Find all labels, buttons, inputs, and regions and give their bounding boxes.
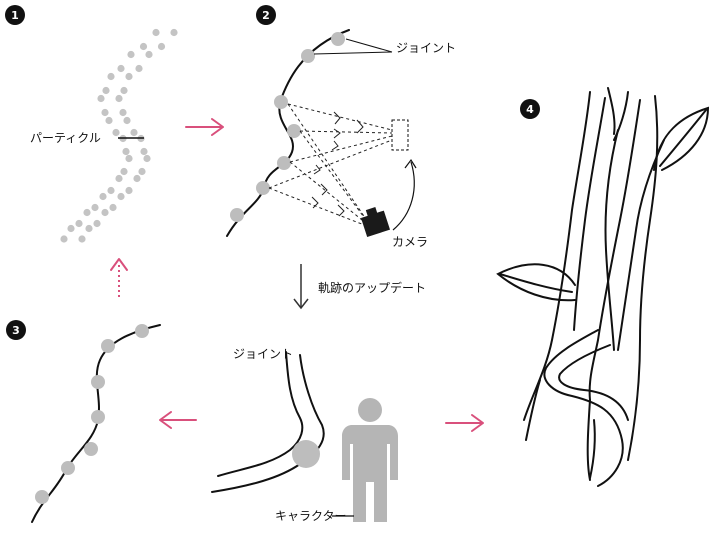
particle-dot bbox=[120, 87, 127, 94]
particle-dot bbox=[125, 73, 132, 80]
arrow-character-to-step3 bbox=[160, 412, 196, 428]
joint-markers-updated bbox=[35, 324, 149, 504]
particle-label: パーティクル bbox=[30, 131, 101, 145]
particle-dot bbox=[102, 87, 109, 94]
particle-dot bbox=[99, 193, 106, 200]
particle-dot bbox=[67, 225, 74, 232]
step-number-4: 4 bbox=[526, 103, 534, 116]
camera-icon bbox=[359, 205, 390, 237]
camera-move-arrowhead bbox=[405, 160, 416, 168]
particle-dot bbox=[101, 109, 108, 116]
particle-dot bbox=[127, 51, 134, 58]
step-badge-1: 1 bbox=[5, 5, 25, 25]
particle-dot bbox=[107, 187, 114, 194]
particle-dot bbox=[115, 175, 122, 182]
step-number-1: 1 bbox=[11, 9, 19, 22]
joint-leader-line bbox=[346, 39, 392, 52]
particle-dot bbox=[93, 220, 100, 227]
particle-dot bbox=[145, 51, 152, 58]
particle-dot bbox=[101, 209, 108, 216]
particle-dot bbox=[158, 43, 165, 50]
trail-update-label: 軌跡のアップデート bbox=[318, 280, 426, 295]
person-icon bbox=[342, 398, 398, 522]
particle-dot bbox=[140, 148, 147, 155]
joint-marker bbox=[256, 181, 270, 195]
arrow-step3-to-step1 bbox=[111, 259, 127, 297]
step-number-2: 2 bbox=[262, 9, 270, 22]
particle-dot bbox=[75, 220, 82, 227]
camera-move-arrow bbox=[393, 162, 414, 230]
particle-dot bbox=[130, 129, 137, 136]
particle-dot bbox=[170, 29, 177, 36]
particle-dot bbox=[117, 193, 124, 200]
particle-dot bbox=[122, 148, 129, 155]
particle-dot bbox=[105, 117, 112, 124]
particle-dot bbox=[115, 95, 122, 102]
step-number-3: 3 bbox=[12, 324, 20, 337]
arrow-step2-to-character bbox=[294, 264, 308, 308]
step-badge-2: 2 bbox=[256, 5, 276, 25]
particle-dot bbox=[120, 168, 127, 175]
joint-marker bbox=[61, 461, 75, 475]
joint-marker bbox=[91, 375, 105, 389]
particle-dot bbox=[117, 65, 124, 72]
camera-frustum-box bbox=[392, 120, 408, 150]
vine-mesh-illustration bbox=[498, 88, 708, 486]
joint-leader-line bbox=[314, 52, 392, 54]
character-joint-marker bbox=[292, 440, 320, 468]
step-badge-3: 3 bbox=[6, 320, 26, 340]
ribbon-strand-left bbox=[218, 352, 302, 476]
particle-dot bbox=[135, 65, 142, 72]
joint-marker bbox=[230, 208, 244, 222]
particle-dot bbox=[107, 73, 114, 80]
joint-marker bbox=[84, 442, 98, 456]
camera-label: カメラ bbox=[392, 235, 428, 249]
particle-dot bbox=[112, 129, 119, 136]
particle-dot bbox=[140, 43, 147, 50]
arrow-character-to-step4 bbox=[446, 415, 483, 431]
joint-marker bbox=[274, 95, 288, 109]
joint-label-bottom: ジョイント bbox=[233, 347, 293, 361]
particle-dot bbox=[125, 187, 132, 194]
particle-dot bbox=[83, 209, 90, 216]
particle-dot bbox=[85, 225, 92, 232]
joint-marker bbox=[101, 339, 115, 353]
particle-dot bbox=[152, 29, 159, 36]
particle-dot bbox=[133, 175, 140, 182]
joint-marker bbox=[301, 49, 315, 63]
particle-dot bbox=[78, 235, 85, 242]
particle-dot bbox=[60, 235, 67, 242]
joint-marker bbox=[277, 156, 291, 170]
step-badge-4: 4 bbox=[520, 99, 540, 119]
ribbon-strand-right bbox=[212, 355, 324, 492]
particle-dot bbox=[125, 155, 132, 162]
joint-marker bbox=[287, 124, 301, 138]
particle-dot bbox=[138, 168, 145, 175]
joint-marker bbox=[91, 410, 105, 424]
particle-dot bbox=[143, 155, 150, 162]
particle-dot bbox=[91, 204, 98, 211]
joint-marker bbox=[35, 490, 49, 504]
particle-dot bbox=[109, 204, 116, 211]
joint-markers-top bbox=[230, 32, 345, 222]
joint-label-top: ジョイント bbox=[396, 41, 456, 55]
arrow-step1-to-step2 bbox=[186, 119, 223, 135]
particle-dot bbox=[119, 109, 126, 116]
joint-marker bbox=[331, 32, 345, 46]
particle-dot bbox=[97, 95, 104, 102]
particle-dot bbox=[123, 117, 130, 124]
joint-marker bbox=[135, 324, 149, 338]
